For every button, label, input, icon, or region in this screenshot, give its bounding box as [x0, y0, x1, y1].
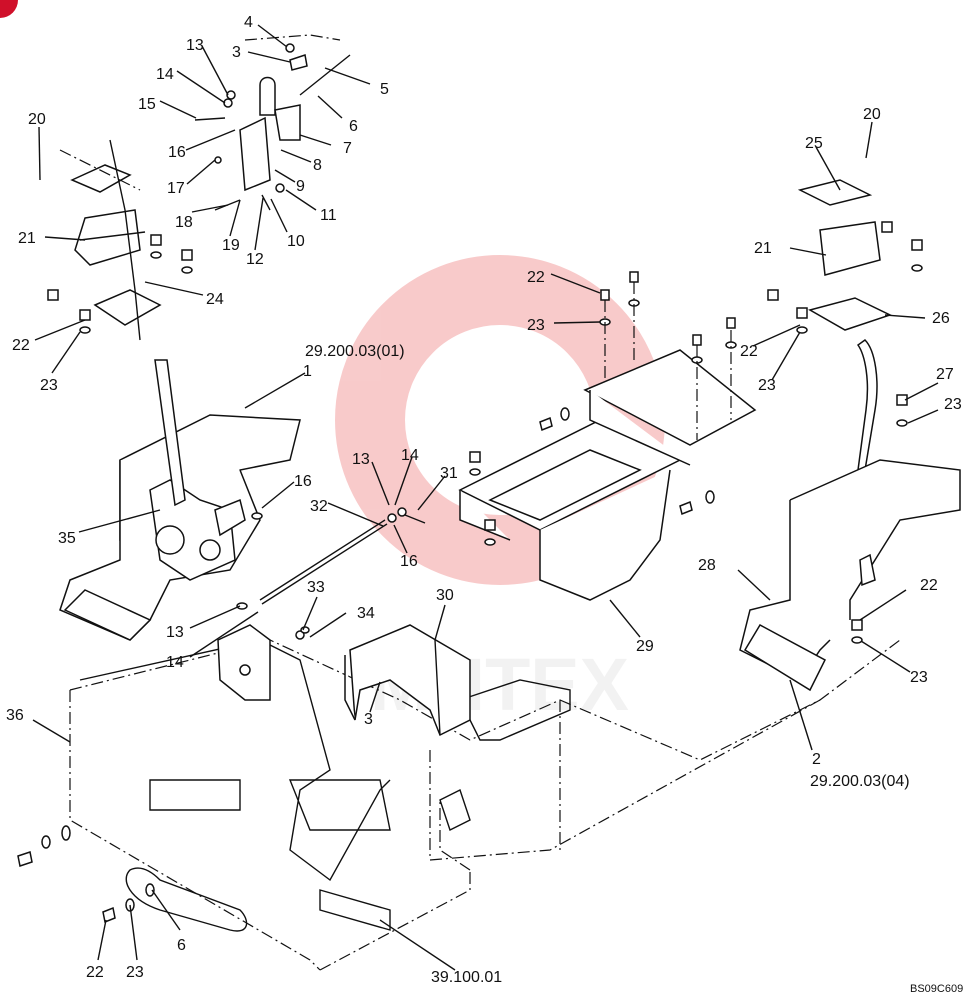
callout-labels: 4 3 13 14 15 5 6 7 8 9 11 10 12 16 17 18…	[6, 14, 963, 995]
callout-36: 36	[6, 707, 24, 724]
callout-26: 26	[932, 310, 950, 327]
ref-29-200-03-04: 29.200.03(04)	[810, 773, 910, 790]
callout-16-lower: 16	[400, 553, 418, 570]
ref-29-200-03-01: 29.200.03(01)	[305, 343, 405, 360]
callout-9: 9	[296, 178, 305, 195]
corner-mark	[0, 0, 18, 18]
callout-8: 8	[313, 157, 322, 174]
callout-14-lower: 14	[166, 654, 184, 671]
callout-30: 30	[436, 587, 454, 604]
callout-6-bottom: 6	[177, 937, 186, 954]
callout-7: 7	[343, 140, 352, 157]
callout-23: 23	[40, 377, 58, 394]
frame-36	[69, 639, 901, 971]
callout-29: 29	[636, 638, 654, 655]
callout-16: 16	[168, 144, 186, 161]
callout-23-right-upper: 23	[758, 377, 776, 394]
callout-10: 10	[287, 233, 305, 250]
callout-23-right: 23	[910, 669, 928, 686]
callout-14-mid: 14	[401, 447, 419, 464]
callout-27: 27	[936, 366, 954, 383]
callout-1: 1	[303, 363, 312, 380]
callout-13-mid: 13	[352, 451, 370, 468]
callout-6: 6	[349, 118, 358, 135]
right-boot-assembly	[797, 179, 892, 471]
callout-31: 31	[440, 465, 458, 482]
callout-28: 28	[698, 557, 716, 574]
right-console-2	[739, 459, 961, 692]
leader-lines	[32, 24, 939, 971]
left-boot-assembly	[59, 139, 162, 341]
callout-4: 4	[244, 14, 253, 31]
callout-20: 20	[28, 111, 46, 128]
center-cover-29	[458, 349, 757, 601]
callout-22: 22	[12, 337, 30, 354]
rod-32	[217, 507, 426, 701]
callout-22-bottom: 22	[86, 964, 104, 981]
callout-35: 35	[58, 530, 76, 547]
callout-21-right: 21	[754, 240, 772, 257]
callout-23-far-right: 23	[944, 396, 962, 413]
callout-18: 18	[175, 214, 193, 231]
callout-20-right: 20	[863, 106, 881, 123]
callout-24: 24	[206, 291, 224, 308]
callout-22-right-upper: 22	[740, 343, 758, 360]
callout-19: 19	[222, 237, 240, 254]
callout-32: 32	[310, 498, 328, 515]
callout-15: 15	[138, 96, 156, 113]
callout-3: 3	[232, 44, 241, 61]
callout-21: 21	[18, 230, 36, 247]
callout-13-lower: 13	[166, 624, 184, 641]
callout-23-bottom: 23	[126, 964, 144, 981]
callout-22-center: 22	[527, 269, 545, 286]
callout-25: 25	[805, 135, 823, 152]
callout-23-center: 23	[527, 317, 545, 334]
bracket-30	[344, 624, 471, 737]
callout-34: 34	[357, 605, 375, 622]
callout-2: 2	[812, 751, 821, 768]
ref-39-100-01: 39.100.01	[431, 969, 502, 986]
callout-3-lower: 3	[364, 711, 373, 728]
callout-16-mid: 16	[294, 473, 312, 490]
callout-5: 5	[380, 81, 389, 98]
drawing-code: BS09C609	[910, 983, 963, 995]
callout-11: 11	[320, 207, 337, 224]
fasteners	[17, 221, 923, 924]
left-console-1	[59, 359, 301, 641]
callout-33: 33	[307, 579, 325, 596]
callout-13: 13	[186, 37, 204, 54]
callout-22-right: 22	[920, 577, 938, 594]
callout-17: 17	[167, 180, 185, 197]
callout-14: 14	[156, 66, 174, 83]
callout-12: 12	[246, 251, 264, 268]
top-linkage	[194, 34, 351, 211]
